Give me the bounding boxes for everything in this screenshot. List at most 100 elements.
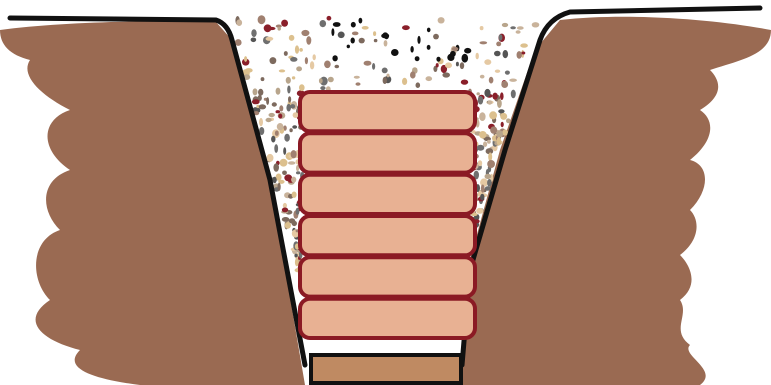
gravel-particle [509,79,517,82]
gravel-particle [520,43,528,47]
gravel-particle [364,61,372,66]
gravel-particle [461,80,468,85]
gravel-particle [352,32,359,36]
gravel-particle [436,57,440,62]
gravel-particle [386,74,389,78]
gravel-particle [258,15,266,24]
gravel-particle [480,194,484,201]
stack-layer [300,92,475,131]
gravel-particle [450,51,456,57]
gravel-particle [521,52,525,55]
gravel-particle [266,97,269,105]
gravel-particle [327,16,332,21]
stack-layer [300,175,475,214]
gravel-particle [282,208,288,213]
gravel-particle [296,66,302,71]
gravel-particle [480,41,488,44]
gravel-particle [274,144,278,153]
gravel-particle [270,57,277,64]
gravel-particle [279,105,283,111]
gravel-particle [305,57,308,64]
gravel-particle [433,34,439,40]
gravel-particle [310,61,314,69]
gravel-particle [362,26,369,30]
gravel-particle [299,48,303,52]
gravel-particle [438,17,445,23]
gravel-particle [487,179,492,187]
gravel-particle [484,59,491,65]
gravel-particle [286,104,291,112]
gravel-particle [354,76,360,79]
base-slab [311,355,461,383]
gravel-particle [497,99,502,108]
gravel-particle [452,47,459,51]
gravel-particle [324,61,331,69]
stack-layer [300,133,475,172]
gravel-particle [351,38,355,44]
gravel-particle [484,89,490,97]
gravel-particle [427,28,431,33]
gravel-particle [500,113,507,120]
gravel-particle [301,30,309,36]
gravel-particle [266,37,274,41]
gravel-particle [489,111,497,119]
gravel-particle [289,128,292,132]
gravel-particle [283,203,287,208]
gravel-particle [481,185,485,193]
gravel-particle [374,39,378,42]
gravel-particle [264,24,272,32]
gravel-particle [506,118,511,123]
gravel-particle [516,30,521,34]
gravel-particle [426,76,433,81]
gravel-particle [490,126,497,133]
gravel-particle [236,19,242,26]
gravel-particle [485,174,492,179]
gravel-particle [259,118,263,126]
gravel-particle [373,31,376,36]
gravel-particle [383,77,387,84]
gravel-particle [384,40,388,46]
gravel-particle [267,154,274,162]
gravel-particle [501,122,504,127]
gravel-particle [279,69,285,72]
gravel-particle [456,62,459,67]
gravel-particle [460,62,464,69]
gravel-particle [478,96,483,105]
gravel-particle [351,22,356,28]
gravel-particle [251,29,256,37]
gravel-particle [290,104,295,108]
gravel-particle [501,81,508,88]
gravel-particle [391,49,399,56]
gravel-particle [277,123,284,130]
stack-layer [300,257,475,296]
gravel-particle [500,92,504,100]
gravel-particle [291,177,296,183]
gravel-particle [328,77,334,83]
gravel-particle [505,71,510,75]
gravel-particle [285,222,291,229]
gravel-particle [288,96,291,102]
gravel-particle [253,88,258,95]
gravel-particle [476,208,483,214]
gravel-particle [480,75,485,79]
gravel-particle [502,23,508,27]
gravel-particle [283,147,286,155]
gravel-particle [295,45,299,53]
gravel-particle [245,68,253,73]
gravel-particle [480,26,484,30]
gravel-particle [296,171,300,174]
gravel-particle [359,18,363,24]
gravel-particle [251,38,257,43]
gravel-particle [261,77,265,81]
gravel-particle [417,36,420,44]
gravel-particle [517,26,524,30]
gravel-particle [293,112,299,118]
gravel-particle [266,118,272,122]
gravel-particle [284,51,288,56]
gravel-particle [517,51,522,59]
gravel-particle [319,78,323,83]
gravel-particle [477,92,480,95]
gravel-particle [503,50,509,58]
gravel-particle [275,131,279,136]
